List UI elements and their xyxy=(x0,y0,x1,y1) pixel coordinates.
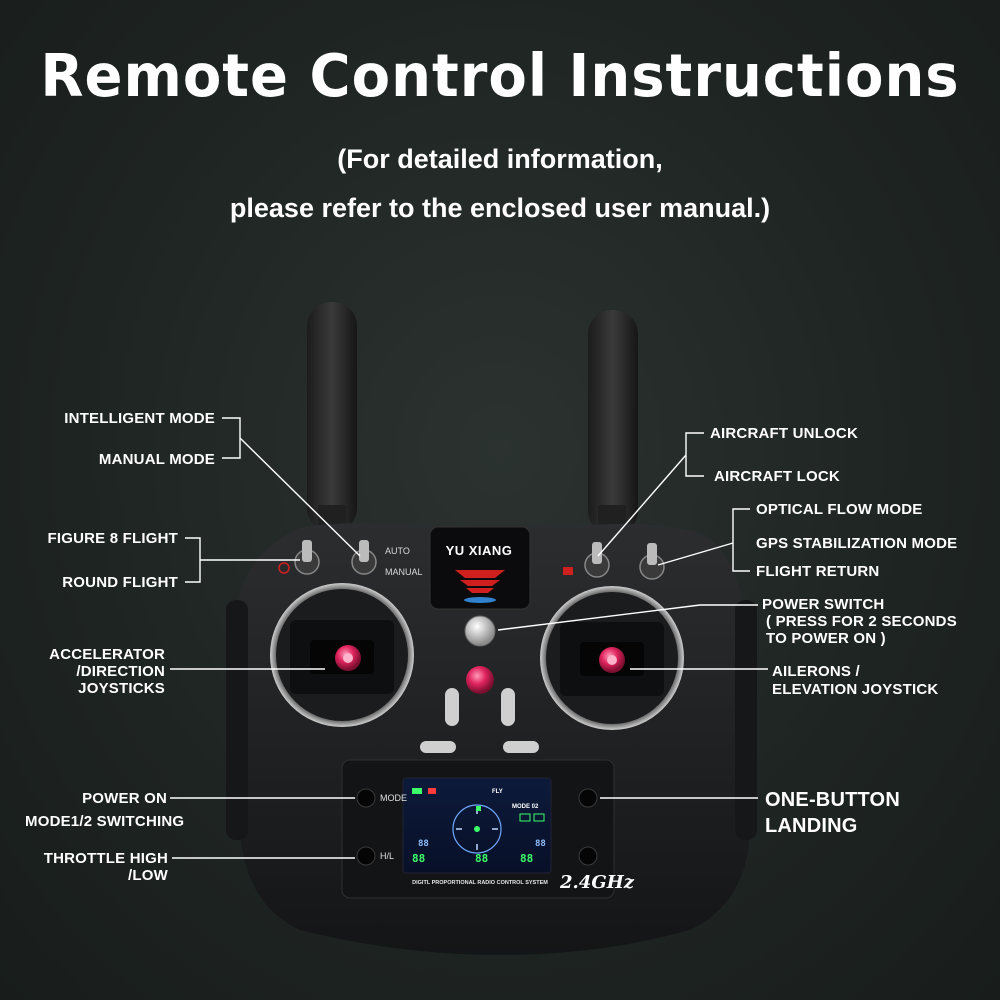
label-manual-mode: MANUAL MODE xyxy=(98,451,215,468)
brand-panel xyxy=(429,526,531,610)
label-ailerons: AILERONS / xyxy=(772,663,860,680)
label-joysticks: JOYSTICKS xyxy=(78,680,165,697)
power-button xyxy=(464,615,496,647)
label-throttle-low: /LOW xyxy=(128,867,168,884)
mode-button-label: MODE xyxy=(380,793,407,803)
label-flight-return: FLIGHT RETURN xyxy=(756,563,880,580)
svg-text:88: 88 xyxy=(418,839,429,849)
lcd-footer-text: DIGITL PROPORTIONAL RADIO CONTROL SYSTEM xyxy=(412,880,548,886)
brand-logo-text: YU XIANG xyxy=(445,543,513,558)
label-landing: LANDING xyxy=(765,815,858,837)
label-optical-flow-mode: OPTICAL FLOW MODE xyxy=(756,501,923,518)
hl-button xyxy=(356,846,376,866)
aux-button xyxy=(578,846,598,866)
label-aircraft-unlock: AIRCRAFT UNLOCK xyxy=(710,425,858,442)
lcd-mode-text: MODE 02 xyxy=(512,804,539,810)
lcd-fly-text: FLY xyxy=(492,789,503,795)
landing-button xyxy=(578,788,598,808)
label-gps-stabilization: GPS STABILIZATION MODE xyxy=(756,535,958,552)
label-aircraft-lock: AIRCRAFT LOCK xyxy=(714,468,840,485)
right-joystick xyxy=(540,586,684,730)
label-throttle-high: THROTTLE HIGH xyxy=(43,850,168,867)
page-title: Remote Control Instructions xyxy=(40,42,960,111)
switch-manual-label: MANUAL xyxy=(385,567,423,577)
label-elevation-joystick: ELEVATION JOYSTICK xyxy=(772,681,939,698)
label-intelligent-mode: INTELLIGENT MODE xyxy=(64,410,215,427)
subtitle-line-2: please refer to the enclosed user manual… xyxy=(229,193,771,223)
label-power-switch: POWER SWITCH xyxy=(762,596,885,613)
svg-text:88: 88 xyxy=(520,852,533,865)
label-mode-switching: MODE1/2 SWITCHING xyxy=(25,813,185,830)
subtitle-line-1: (For detailed information, xyxy=(337,144,663,174)
left-joystick xyxy=(270,583,414,727)
label-power-on: POWER ON xyxy=(82,790,167,807)
label-direction: /DIRECTION xyxy=(76,663,165,680)
lcd-screen xyxy=(402,777,552,874)
right-antenna xyxy=(588,310,638,545)
mode-button xyxy=(356,788,376,808)
label-figure8-flight: FIGURE 8 FLIGHT xyxy=(47,530,178,547)
svg-text:88: 88 xyxy=(412,852,425,865)
switch-auto-label: AUTO xyxy=(385,546,410,556)
label-one-button: ONE-BUTTON xyxy=(765,789,900,811)
label-accelerator: ACCELERATOR xyxy=(49,646,165,663)
svg-text:88: 88 xyxy=(475,852,488,865)
label-power-switch-hint-2: TO POWER ON ) xyxy=(766,630,886,647)
label-power-switch-hint: ( PRESS FOR 2 SECONDS xyxy=(766,613,957,630)
hl-button-label: H/L xyxy=(380,851,395,861)
svg-text:88: 88 xyxy=(535,839,546,849)
label-round-flight: ROUND FLIGHT xyxy=(62,574,178,591)
left-antenna xyxy=(307,302,357,545)
frequency-label: 2.4GHz xyxy=(560,872,634,893)
